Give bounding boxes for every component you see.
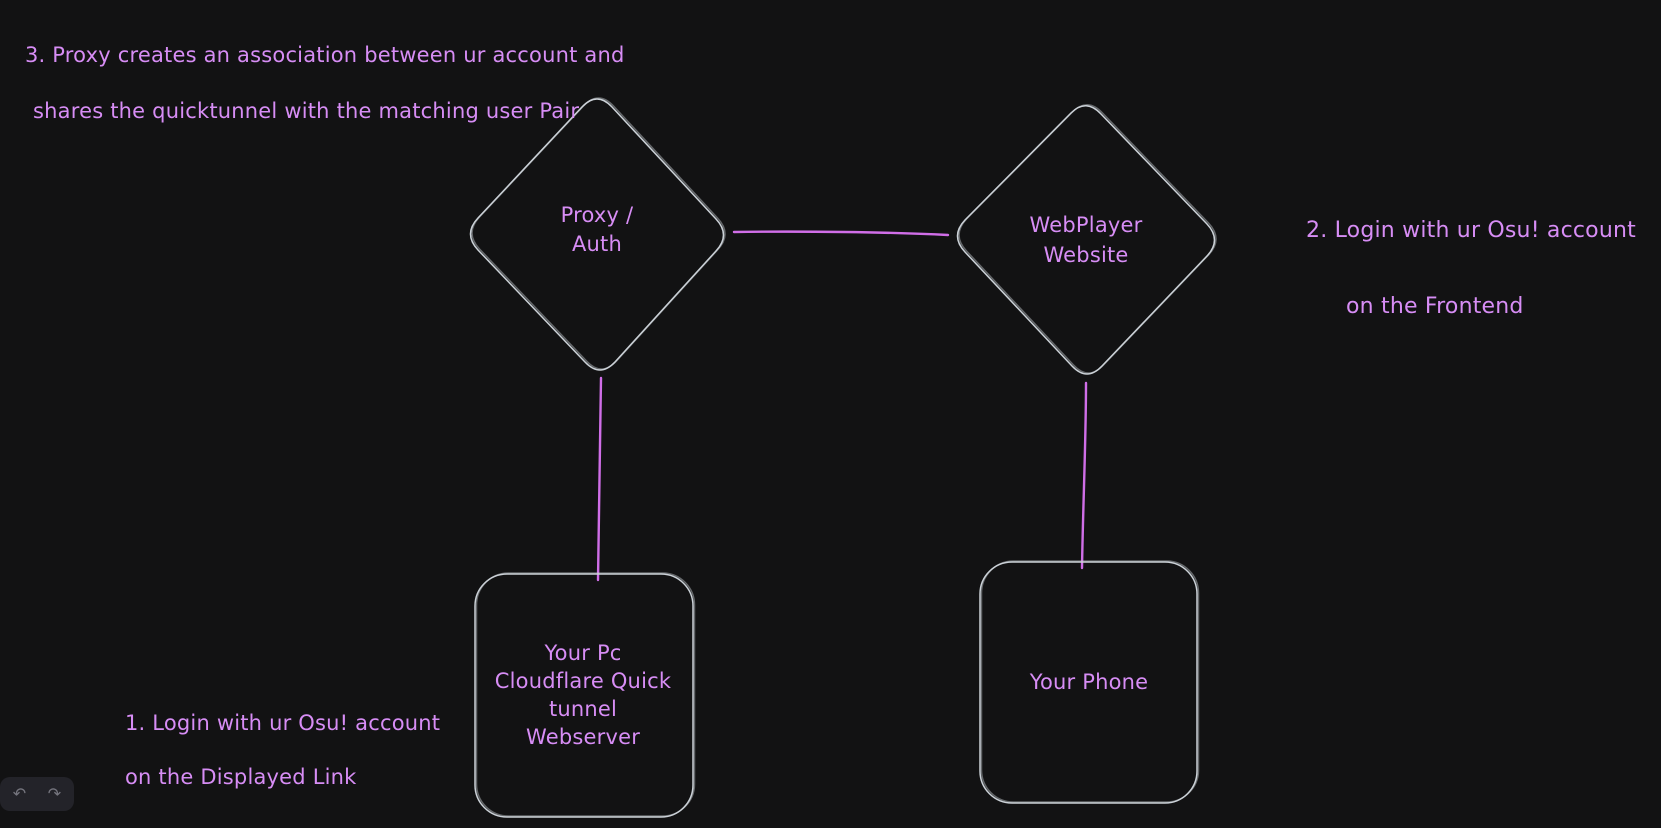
node-your-phone-shape[interactable] <box>979 560 1200 804</box>
connector-proxy-to-webplayer[interactable] <box>732 230 950 237</box>
node-your-pc-shape[interactable] <box>474 572 696 818</box>
annotation-step1[interactable]: 1. Login with ur Osu! account on the Dis… <box>125 683 440 818</box>
undo-redo-island: ↶ ↷ <box>0 777 74 811</box>
rect-your-phone-outline <box>979 561 1198 804</box>
connector-webplayer-to-your-phone[interactable] <box>1080 381 1088 570</box>
diamond-proxy-auth-outline <box>469 98 725 371</box>
rect-your-phone-roughline <box>980 560 1200 803</box>
annotation-step2[interactable]: 2. Login with ur Osu! account on the Fro… <box>1306 174 1636 364</box>
annotation-step2-line2: on the Frontend <box>1346 294 1524 319</box>
annotation-step2-line1: 2. Login with ur Osu! account <box>1306 218 1636 243</box>
annotation-step1-line1: 1. Login with ur Osu! account <box>125 711 441 735</box>
node-webplayer-label[interactable]: WebPlayer Website <box>1029 213 1143 267</box>
node-your-pc-label[interactable]: Your Pc Cloudflare Quick tunnel Webserve… <box>494 641 672 749</box>
undo-button[interactable]: ↶ <box>6 780 34 808</box>
rect-your-pc-roughline <box>475 572 696 817</box>
connector-proxy-to-your-pc[interactable] <box>596 376 603 582</box>
undo-icon: ↶ <box>12 784 27 803</box>
node-proxy-auth-label[interactable]: Proxy / Auth <box>560 203 634 256</box>
node-proxy-auth-shape[interactable] <box>469 97 726 371</box>
redo-button[interactable]: ↷ <box>41 780 69 808</box>
annotation-step3-line2: shares the quicktunnel with the matching… <box>33 99 580 123</box>
rect-your-pc-outline <box>474 573 694 818</box>
node-webplayer-shape[interactable] <box>956 104 1217 375</box>
diamond-webplayer-outline <box>956 105 1216 375</box>
redo-icon: ↷ <box>47 784 62 803</box>
annotation-step3[interactable]: 3. Proxy creates an association between … <box>25 13 625 153</box>
annotation-step3-line1: 3. Proxy creates an association between … <box>25 43 625 67</box>
node-your-phone-label[interactable]: Your Phone <box>1029 670 1149 694</box>
annotation-step1-line2: on the Displayed Link <box>125 765 357 789</box>
